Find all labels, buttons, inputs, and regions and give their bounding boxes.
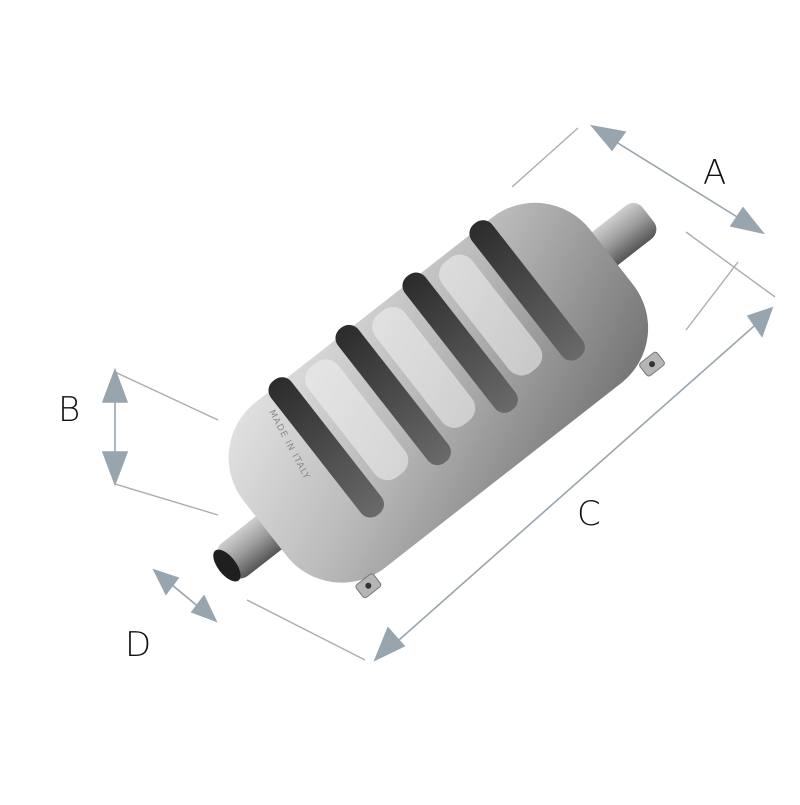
dimension-label-b: B bbox=[58, 390, 81, 430]
muffler-body bbox=[213, 202, 665, 599]
dimension-label-c: C bbox=[577, 494, 601, 534]
dimension-arrows bbox=[101, 124, 774, 662]
dimension-label-d: D bbox=[125, 625, 152, 665]
dimension-label-a: A bbox=[703, 153, 727, 193]
leader-lines bbox=[114, 127, 776, 661]
